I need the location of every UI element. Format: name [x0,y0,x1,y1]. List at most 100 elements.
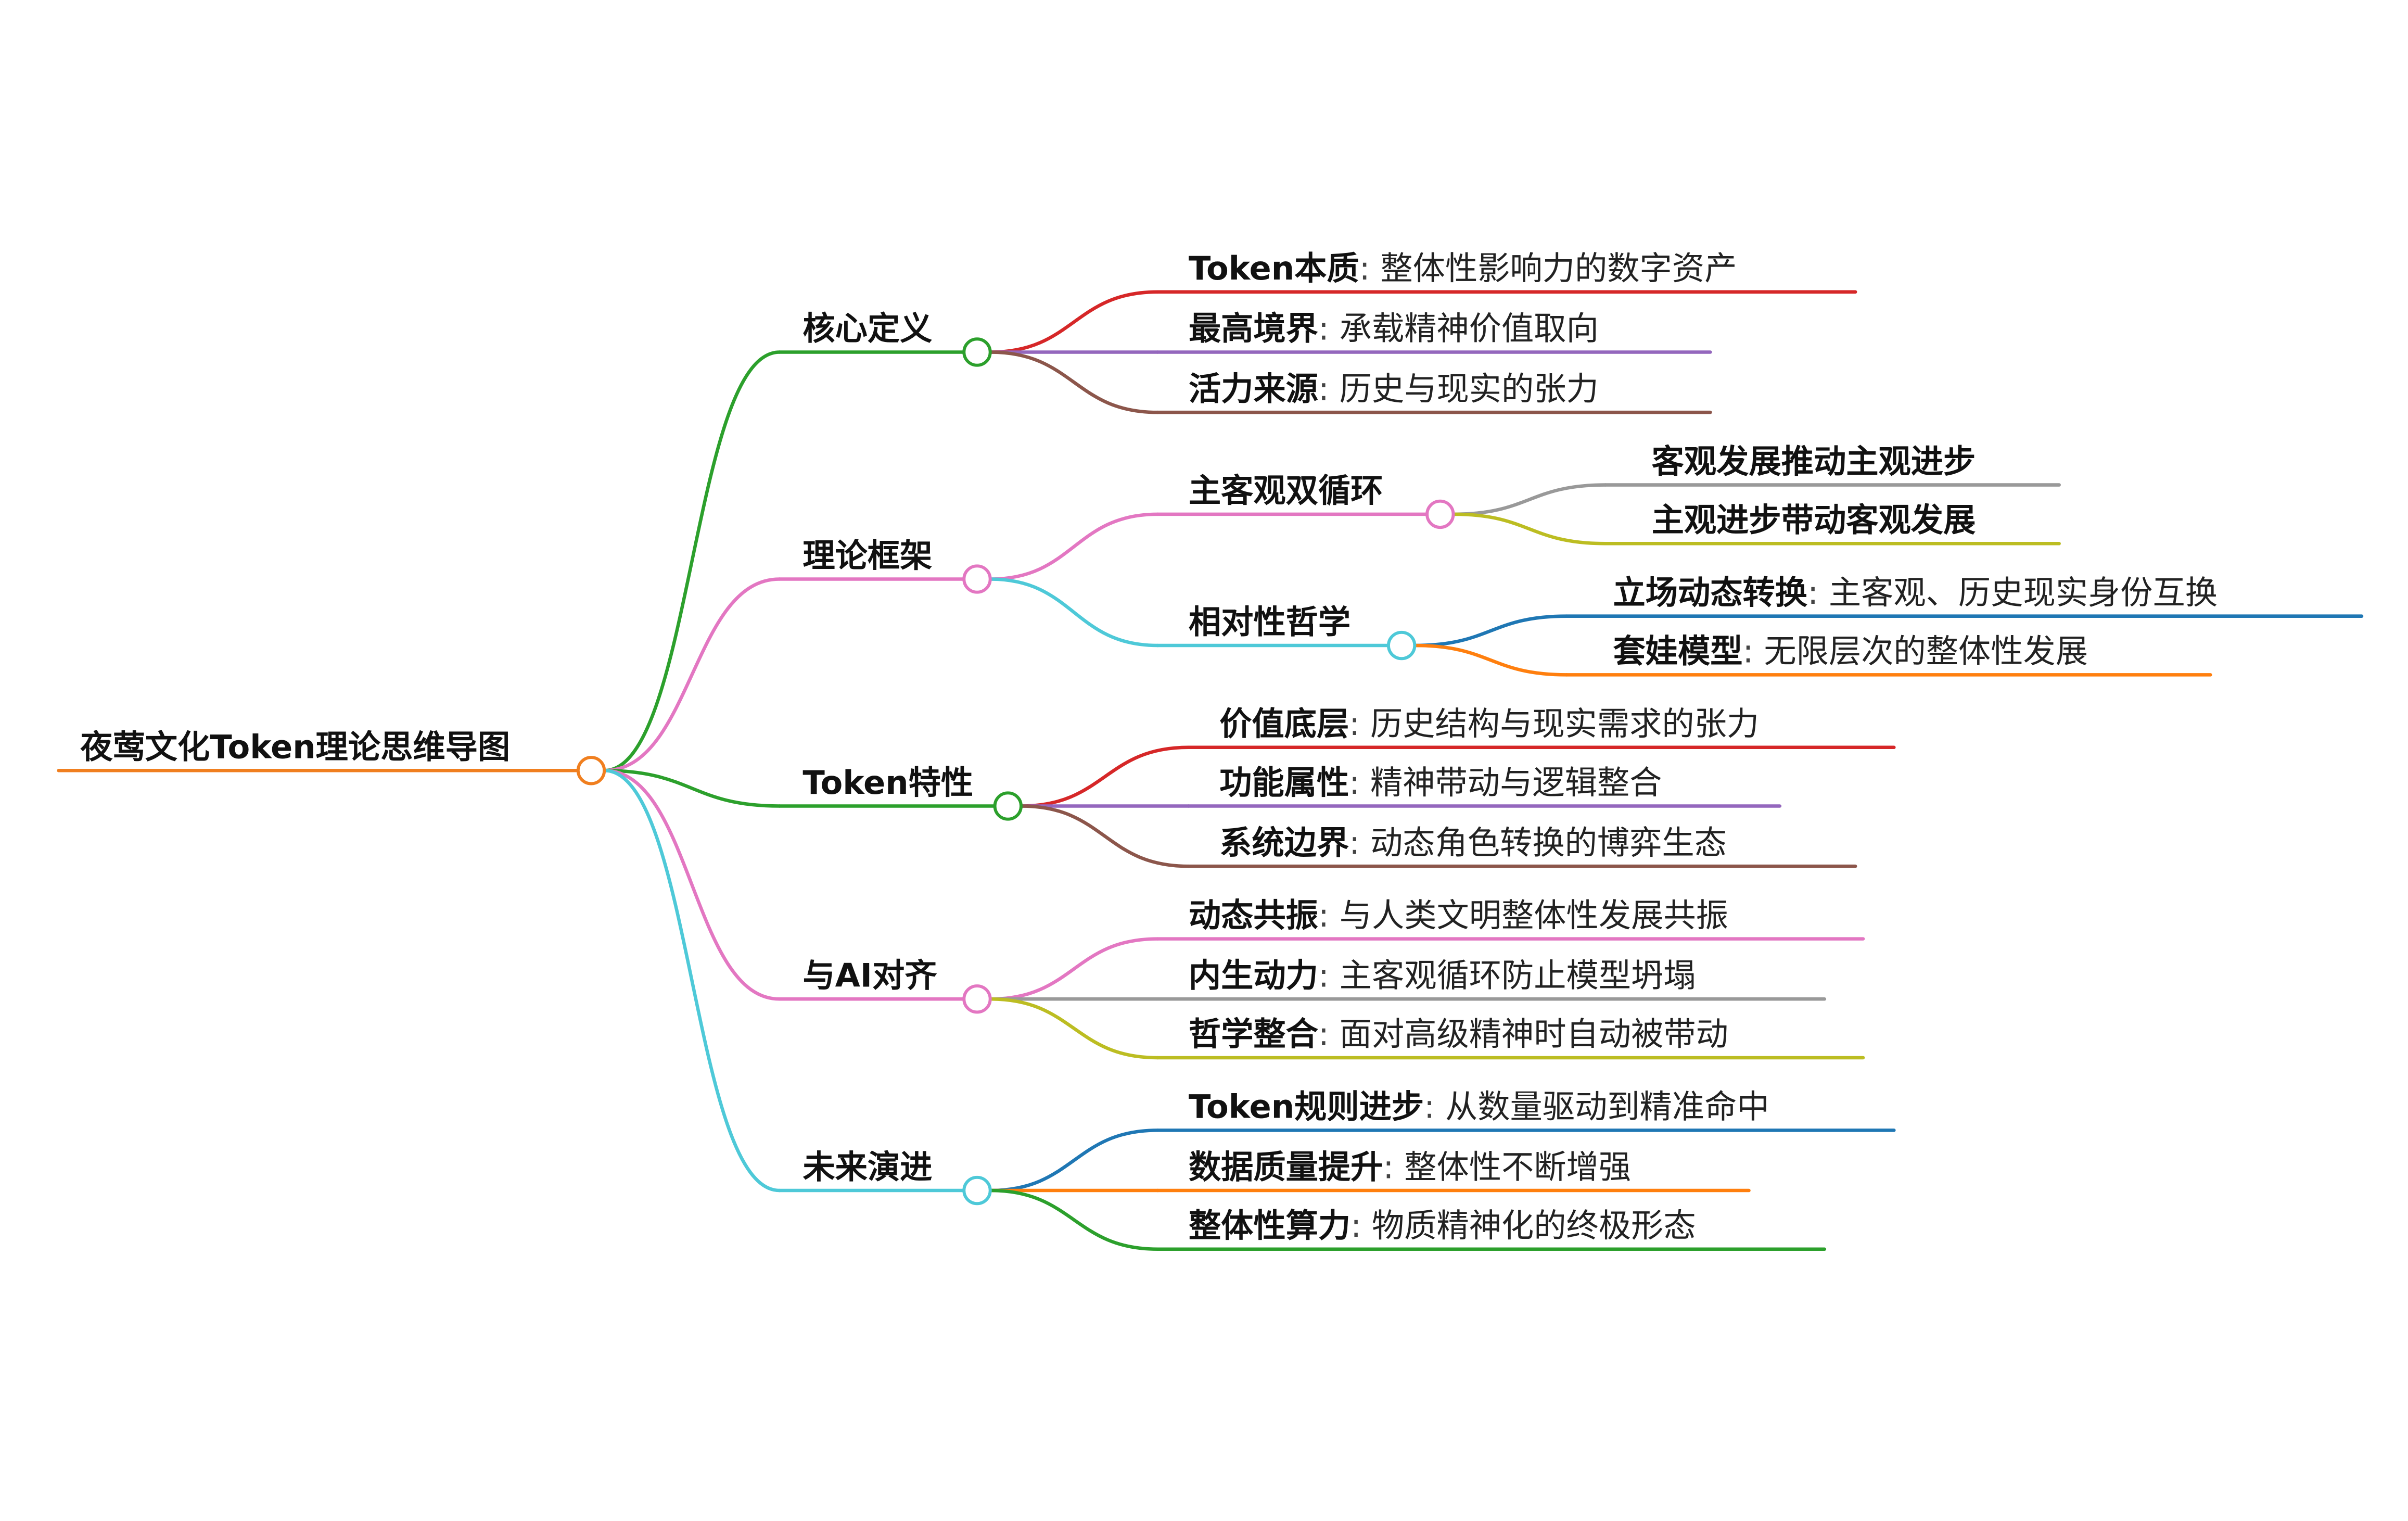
child-node[interactable]: 内生动力: 主客观循环防止模型坍塌 [1189,957,1696,995]
separator: : [1424,1088,1445,1126]
node-description: 整体性影响力的数字资产 [1380,249,1737,287]
grandchild-edge [1413,614,1569,648]
node-label: 活力来源 [1189,370,1318,408]
node-label: 内生动力 [1189,957,1318,995]
node-label: 数据质量提升 [1189,1148,1383,1186]
node-label: 哲学整合 [1189,1015,1319,1053]
node-label: 主客观双循环 [1189,472,1383,510]
grandchild-edge [1451,483,1607,516]
node-label: 核心定义 [802,310,932,348]
node-description: 面对高级精神时自动被带动 [1340,1015,1728,1053]
separator: : [1807,574,1829,612]
edges-layer [57,290,2364,1251]
child-node[interactable]: Token本质: 整体性影响力的数字资产 [1189,249,1737,287]
child-edge [988,997,1160,1060]
root-collapse-toggle[interactable] [576,756,606,785]
branch-edge [602,350,782,772]
node-description: 历史结构与现实需求的张力 [1370,705,1759,743]
child-node[interactable]: Token规则进步: 从数量驱动到精准命中 [1189,1088,1769,1126]
child-edge [1019,804,1191,868]
branch-node[interactable]: 与AI对齐 [802,957,937,995]
branch-node[interactable]: Token特性 [802,764,973,802]
node-label: 最高境界 [1189,310,1318,348]
separator: : [1350,1207,1372,1245]
branch-node[interactable]: 未来演进 [802,1148,932,1186]
branch-edge [602,769,782,808]
separator: : [1359,249,1381,287]
node-description: 与人类文明整体性发展共振 [1340,896,1728,934]
branch-collapse-toggle[interactable] [962,1175,992,1206]
child-edge [1019,745,1191,808]
node-description: 历史与现实的张力 [1340,370,1599,408]
separator: : [1318,310,1340,348]
node-description: 从数量驱动到精准命中 [1445,1088,1769,1126]
child-node[interactable]: 最高境界: 承载精神价值取向 [1189,310,1599,348]
node-label: 系统边界 [1219,823,1349,861]
node-label: 价值底层 [1219,705,1349,743]
separator: : [1349,823,1370,861]
branch-edge [602,769,782,1193]
node-description: 主客观循环防止模型坍塌 [1340,957,1696,995]
node-label: Token特性 [802,764,973,802]
node-label: 功能属性 [1219,764,1349,802]
node-label: 客观发展推动主观进步 [1652,442,1976,480]
child-edge [988,512,1160,581]
child-edge [988,937,1160,1001]
child-edge [988,1188,1160,1251]
node-description: 物质精神化的终极形态 [1372,1207,1696,1245]
branch-node[interactable]: 理论框架 [802,537,932,575]
branch-collapse-toggle[interactable] [962,564,992,594]
node-label: 套娃模型 [1613,632,1742,670]
node-label: 相对性哲学 [1189,603,1350,641]
branch-node[interactable]: 核心定义 [802,310,932,348]
separator: : [1349,764,1370,802]
separator: : [1318,370,1340,408]
child-node[interactable]: 数据质量提升: 整体性不断增强 [1189,1148,1631,1186]
separator: : [1318,957,1340,995]
child-node[interactable]: 动态共振: 与人类文明整体性发展共振 [1189,896,1728,934]
child-edge [988,350,1160,414]
child-node[interactable]: 相对性哲学 [1189,603,1350,641]
child-edge [988,1129,1160,1193]
node-label: 夜莺文化Token理论思维导图 [80,728,510,766]
root-node[interactable]: 夜莺文化Token理论思维导图 [80,728,510,766]
node-label: 与AI对齐 [802,957,937,995]
child-node[interactable]: 哲学整合: 面对高级精神时自动被带动 [1189,1015,1728,1053]
grandchild-node[interactable]: 主观进步带动客观发展 [1652,501,1976,539]
branch-collapse-toggle[interactable] [962,337,992,367]
node-label: 整体性算力 [1189,1207,1350,1245]
grandchild-node[interactable]: 客观发展推动主观进步 [1652,442,1976,480]
grandchild-edge [1451,512,1607,546]
child-collapse-toggle[interactable] [1386,630,1417,661]
node-description: 精神带动与逻辑整合 [1370,764,1662,802]
child-node[interactable]: 活力来源: 历史与现实的张力 [1189,370,1599,408]
child-node[interactable]: 整体性算力: 物质精神化的终极形态 [1189,1207,1696,1245]
node-label: 动态共振 [1189,896,1318,934]
child-edge [988,577,1160,648]
child-node[interactable]: 功能属性: 精神带动与逻辑整合 [1219,764,1662,802]
child-node[interactable]: 主客观双循环 [1189,472,1383,510]
node-label: Token规则进步 [1189,1088,1424,1126]
branch-edge [602,769,782,1001]
grandchild-node[interactable]: 立场动态转换: 主客观、历史现实身份互换 [1613,574,2218,612]
grandchild-edge [1413,643,1569,677]
separator: : [1383,1148,1404,1186]
grandchild-node[interactable]: 套娃模型: 无限层次的整体性发展 [1613,632,2088,670]
child-node[interactable]: 价值底层: 历史结构与现实需求的张力 [1219,705,1759,743]
child-collapse-toggle[interactable] [1425,499,1455,529]
node-label: 立场动态转换 [1613,574,1807,612]
node-label: Token本质 [1189,249,1359,287]
separator: : [1318,896,1340,934]
node-description: 主客观、历史现实身份互换 [1829,574,2218,612]
separator: : [1349,705,1370,743]
node-label: 未来演进 [802,1148,932,1186]
separator: : [1318,1015,1340,1053]
child-node[interactable]: 系统边界: 动态角色转换的博弈生态 [1219,823,1727,861]
branch-collapse-toggle[interactable] [962,984,992,1014]
branch-edge [602,577,782,772]
separator: : [1743,632,1764,670]
node-description: 承载精神价值取向 [1340,310,1599,348]
node-label: 理论框架 [802,537,932,575]
branch-collapse-toggle[interactable] [993,791,1023,821]
